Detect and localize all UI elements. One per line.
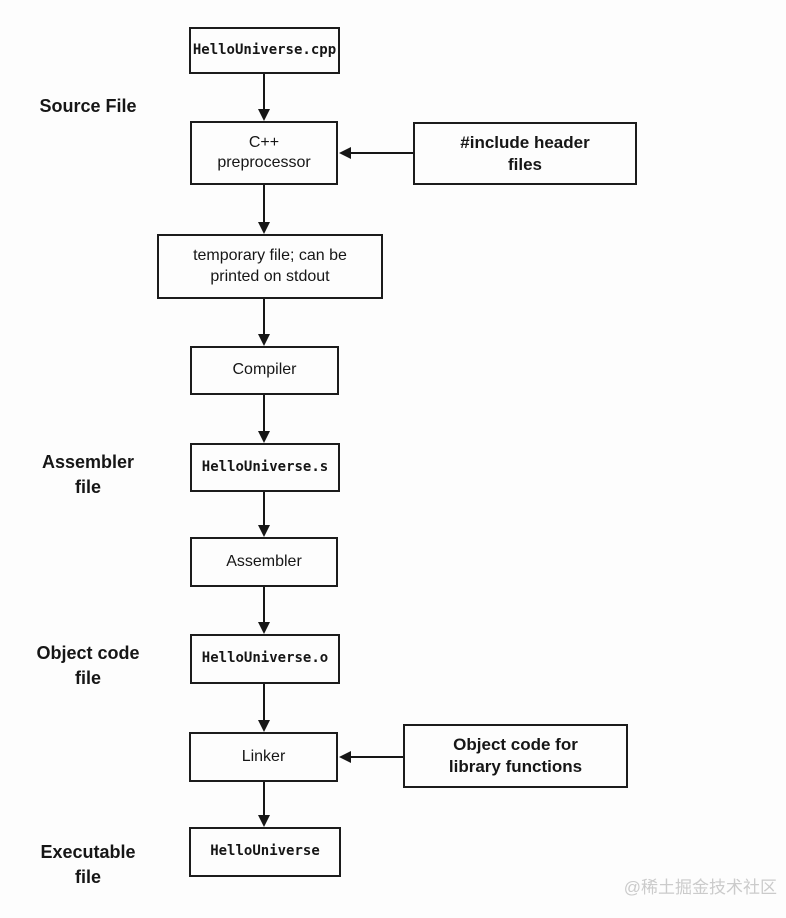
- arrow-tempfile-to-compiler: [258, 299, 270, 346]
- arrow-linker-to-executable: [258, 782, 270, 827]
- node-source-cpp-file: HelloUniverse.cpp: [189, 27, 340, 74]
- arrow-assembler-to-objectfile: [258, 587, 270, 634]
- arrowhead-down-icon: [258, 334, 270, 346]
- arrowhead-down-icon: [258, 622, 270, 634]
- arrow-preprocessor-to-tempfile: [258, 185, 270, 234]
- node-object-code-library-functions: Object code for library functions: [403, 724, 628, 788]
- node-linker: Linker: [189, 732, 338, 782]
- node-include-header-files: #include header files: [413, 122, 637, 185]
- label-assembler-file: Assembler file: [41, 452, 135, 497]
- node-assembler: Assembler: [190, 537, 338, 587]
- arrowhead-down-icon: [258, 720, 270, 732]
- node-executable-file: HelloUniverse: [189, 827, 341, 877]
- label-object-code-file: Object code file: [36, 643, 140, 688]
- arrowhead-down-icon: [258, 525, 270, 537]
- node-assembly-file: HelloUniverse.s: [190, 443, 340, 492]
- watermark: @稀土掘金技术社区: [623, 878, 777, 897]
- node-cpp-preprocessor: C++ preprocessor: [190, 121, 338, 185]
- arrowhead-down-icon: [258, 431, 270, 443]
- label-executable-file: Executable file: [40, 842, 136, 887]
- label-source-file: Source File: [39, 96, 137, 116]
- node-temporary-file: temporary file; can be printed on stdout: [157, 234, 383, 299]
- arrow-assemblyfile-to-assembler: [258, 492, 270, 537]
- node-object-file: HelloUniverse.o: [190, 634, 340, 684]
- arrowhead-left-icon: [339, 147, 351, 159]
- arrowhead-down-icon: [258, 109, 270, 121]
- node-compiler: Compiler: [190, 346, 339, 395]
- arrowhead-down-icon: [258, 222, 270, 234]
- arrow-library-to-linker: [339, 751, 403, 763]
- arrow-cpp-to-preprocessor: [258, 74, 270, 121]
- arrowhead-left-icon: [339, 751, 351, 763]
- arrowhead-down-icon: [258, 815, 270, 827]
- arrow-includes-to-preprocessor: [339, 147, 413, 159]
- arrow-objectfile-to-linker: [258, 684, 270, 732]
- arrow-compiler-to-assemblyfile: [258, 395, 270, 443]
